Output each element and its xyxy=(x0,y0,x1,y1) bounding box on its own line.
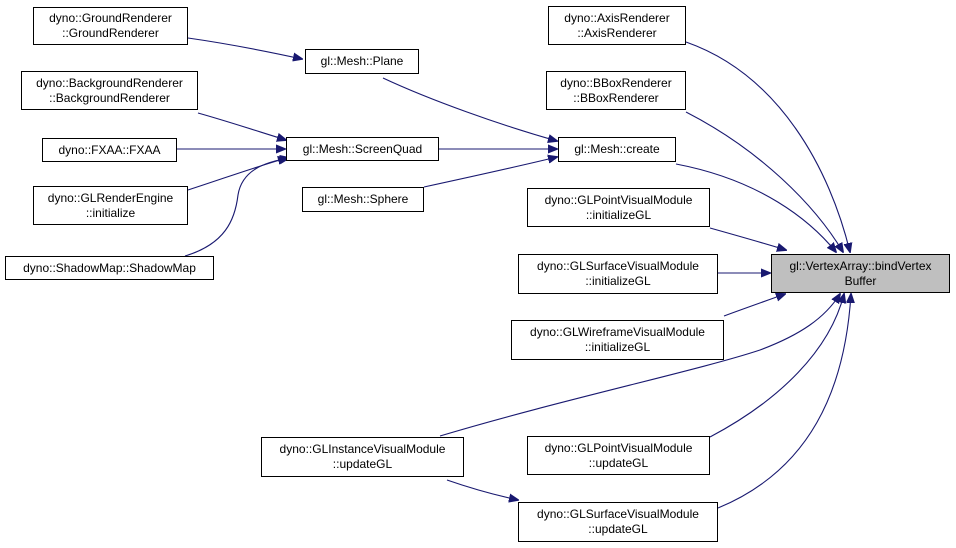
node-label-line: gl::Mesh::Sphere xyxy=(317,192,409,206)
node-label-line: ::AxisRenderer xyxy=(577,25,657,40)
node-label-line: dyno::GroundRenderer xyxy=(49,11,172,25)
edge-surfaceupdate-target xyxy=(717,294,851,509)
edge-create-target xyxy=(675,163,836,252)
node-label-line: ::initializeGL xyxy=(585,274,651,288)
node-label-line: dyno::GLRenderEngine xyxy=(47,190,174,205)
node-mesh-screenquad[interactable]: gl::Mesh::ScreenQuad xyxy=(286,137,439,161)
node-mesh-sphere[interactable]: gl::Mesh::Sphere xyxy=(302,187,424,212)
node-fxaa[interactable]: dyno::FXAA::FXAA xyxy=(42,138,177,162)
node-label-line: dyno::GLWireframeVisualModule xyxy=(530,325,705,339)
node-label-line: gl::Mesh::Plane xyxy=(320,54,404,68)
node-label-line: ::initialize xyxy=(85,205,136,220)
node-vertexarray-bindvertexbuffer: gl::VertexArray::bindVertex Buffer xyxy=(771,254,950,293)
node-mesh-create[interactable]: gl::Mesh::create xyxy=(558,137,676,162)
node-label-line: ::BackgroundRenderer xyxy=(49,90,170,105)
edge-glrenderengine-screenquad xyxy=(187,158,287,191)
edge-pointupdate-target xyxy=(709,294,844,438)
node-label-line: ::BBoxRenderer xyxy=(573,90,659,105)
node-label-line: ::initializeGL xyxy=(584,340,651,354)
node-label-line: dyno::FXAA::FXAA xyxy=(58,142,161,157)
node-label-line: dyno::BackgroundRenderer xyxy=(36,75,183,90)
node-glrenderengine-initialize[interactable]: dyno::GLRenderEngine ::initialize xyxy=(33,186,188,225)
node-glpointvisualmodule-updategl[interactable]: dyno::GLPointVisualModule ::updateGL xyxy=(527,436,710,475)
edge-plane-create xyxy=(382,77,557,141)
edge-bboxrenderer-target xyxy=(685,111,843,252)
node-glpointvisualmodule-initializegl[interactable]: dyno::GLPointVisualModule ::initializeGL xyxy=(527,188,710,227)
edge-instanceupdate-surfaceupdate xyxy=(446,479,518,500)
node-label-line: dyno::GLPointVisualModule xyxy=(544,440,693,455)
edge-pointinit-target xyxy=(709,227,786,250)
node-mesh-plane[interactable]: gl::Mesh::Plane xyxy=(305,49,419,74)
node-label-line: dyno::ShadowMap::ShadowMap xyxy=(23,260,196,275)
node-label-line: ::updateGL xyxy=(588,522,648,536)
node-label-line: gl::Mesh::ScreenQuad xyxy=(302,141,423,156)
edge-axisrenderer-target xyxy=(685,41,850,252)
node-label-line: ::initializeGL xyxy=(585,207,652,222)
node-label-line: Buffer xyxy=(844,273,877,288)
node-shadowmap[interactable]: dyno::ShadowMap::ShadowMap xyxy=(5,256,214,280)
edge-instanceupdate-target xyxy=(439,294,840,437)
edge-shadowmap-screenquad xyxy=(184,158,289,257)
edge-backgroundrenderer-screenquad xyxy=(197,112,286,140)
node-axis-renderer[interactable]: dyno::AxisRenderer ::AxisRenderer xyxy=(548,6,686,45)
edge-sphere-create xyxy=(423,157,557,188)
edge-wireframeinit-target xyxy=(723,294,785,317)
node-glwireframevisualmodule-initializegl[interactable]: dyno::GLWireframeVisualModule ::initiali… xyxy=(511,320,724,360)
node-label-line: dyno::GLSurfaceVisualModule xyxy=(537,259,699,273)
node-label-line: ::updateGL xyxy=(332,457,393,471)
node-glinstancevisualmodule-updategl[interactable]: dyno::GLInstanceVisualModule ::updateGL xyxy=(261,437,464,477)
node-label-line: dyno::AxisRenderer xyxy=(564,10,670,25)
node-label-line: dyno::BBoxRenderer xyxy=(560,75,672,90)
node-bbox-renderer[interactable]: dyno::BBoxRenderer ::BBoxRenderer xyxy=(546,71,686,110)
node-label-line: dyno::GLInstanceVisualModule xyxy=(279,442,446,456)
node-label-line: dyno::GLSurfaceVisualModule xyxy=(537,507,699,521)
node-label-line: ::GroundRenderer xyxy=(62,26,159,40)
node-label-line: dyno::GLPointVisualModule xyxy=(544,192,693,207)
node-label-line: ::updateGL xyxy=(588,455,649,470)
node-label-line: gl::VertexArray::bindVertex xyxy=(789,258,932,273)
edge-groundrenderer-plane xyxy=(187,37,302,59)
node-background-renderer[interactable]: dyno::BackgroundRenderer ::BackgroundRen… xyxy=(21,71,198,110)
node-ground-renderer[interactable]: dyno::GroundRenderer ::GroundRenderer xyxy=(33,7,188,45)
node-glsurfacevisualmodule-updategl[interactable]: dyno::GLSurfaceVisualModule ::updateGL xyxy=(518,502,718,542)
node-glsurfacevisualmodule-initializegl[interactable]: dyno::GLSurfaceVisualModule ::initialize… xyxy=(518,254,718,294)
node-label-line: gl::Mesh::create xyxy=(574,142,660,156)
